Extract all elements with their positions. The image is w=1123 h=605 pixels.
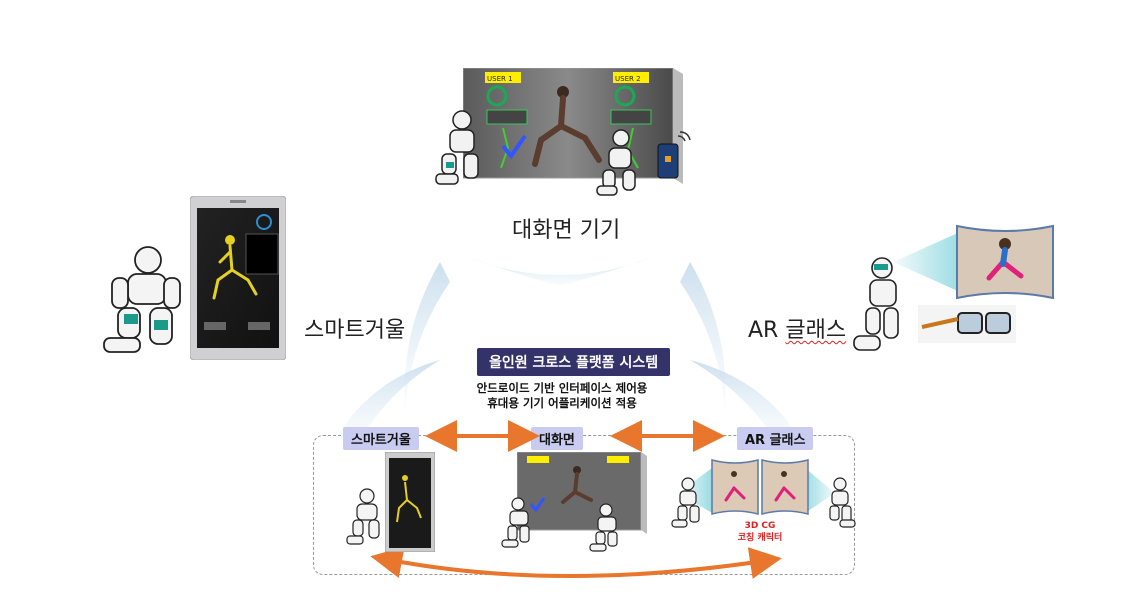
bottom-robot-ar-left [671, 477, 700, 528]
svg-text:USER 1: USER 1 [487, 75, 513, 83]
smartphone-icon [657, 131, 691, 179]
link-arrows [370, 420, 782, 579]
platform-title: 올인원 크로스 플랫폼 시스템 [477, 348, 671, 376]
coach-line1: 3D CG [744, 521, 776, 531]
bottom-large-display [517, 452, 647, 534]
svg-text:USER 2: USER 2 [615, 75, 641, 83]
arc-top-center [470, 258, 650, 286]
label-large-display: 대화면 기기 [512, 218, 621, 243]
coach-robot-top-right [596, 129, 636, 196]
arrow-mirror-ar-curve [370, 546, 782, 579]
ar-cone-bottom-right [805, 468, 835, 513]
ar-cone-bottom-left [678, 468, 712, 513]
user2-tag [613, 72, 649, 83]
coach-robot-right [853, 257, 899, 351]
platform-desc: 안드로이드 기반 인터페이스 제어용 휴대용 기기 어플리케이션 적용 [452, 381, 672, 411]
ar-cone-top [893, 232, 960, 292]
label-ar-prefix: AR [748, 318, 779, 343]
coach-line2: 코칭 캐릭터 [737, 533, 783, 543]
large-display-device: USER 1 USER 2 [462, 67, 683, 186]
bottom-robots-center [501, 497, 618, 552]
large-display-illustration: USER 1 USER 2 [462, 67, 683, 184]
bottom-ar-screens [711, 459, 809, 515]
label-ar-word: 글래스 [785, 318, 847, 343]
user1-tag [485, 72, 521, 83]
platform-desc-line2: 휴대용 기기 어플리케이션 적용 [487, 396, 637, 410]
tag-smart-mirror: 스마트거울 [343, 427, 419, 450]
tag-ar-glasses: AR 글래스 [737, 427, 814, 450]
label-ar-glasses: AR 글래스 [748, 312, 846, 344]
tag-large-display: 대화면 [531, 427, 583, 450]
arc-right [680, 262, 726, 410]
bottom-robot-ar-right [829, 477, 856, 528]
ar-glasses-image [918, 305, 1016, 343]
ar-projection-screen [956, 224, 1054, 300]
arc-lower-left [335, 360, 440, 440]
coach-robot-left [103, 246, 181, 353]
smart-mirror-device [190, 196, 286, 360]
arc-left [404, 262, 450, 410]
center-athlete [532, 86, 602, 167]
coach-character-label: 3D CG 코칭 캐릭터 [730, 520, 790, 544]
platform-desc-line1: 안드로이드 기반 인터페이스 제어용 [476, 381, 648, 395]
coach-robot-top-left [435, 110, 479, 185]
bottom-robot-left [346, 488, 380, 545]
arc-lower-right [690, 360, 800, 440]
label-smart-mirror: 스마트거울 [304, 318, 406, 343]
bottom-smart-mirror [385, 452, 435, 552]
